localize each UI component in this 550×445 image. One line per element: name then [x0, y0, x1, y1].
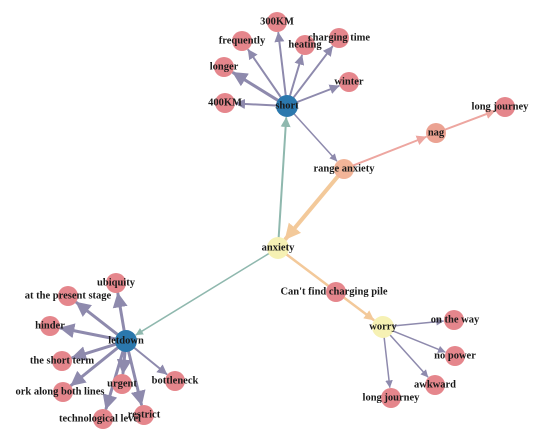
- node-label-ubiquity: ubiquity: [97, 278, 136, 289]
- node-ubiquity: [106, 273, 126, 293]
- node-label-no-power: no power: [434, 351, 476, 362]
- node-urgent: [112, 374, 132, 394]
- node-label-400km: 400KM: [208, 98, 242, 109]
- node-label-tech-level: technological level: [59, 414, 141, 425]
- edge-worry-to-no_power: [392, 330, 446, 353]
- node-charging-time: [329, 28, 349, 48]
- node-label-long-journey-top: long journey: [472, 102, 530, 113]
- node-label-long-journey-bottom: long journey: [363, 393, 421, 404]
- edge-range_anxiety-to-nag: [352, 135, 427, 167]
- node-label-anxiety: anxiety: [262, 243, 295, 254]
- node-label-300km: 300KM: [260, 17, 294, 28]
- edge-letdown-to-short_term: [71, 342, 117, 361]
- node-nag: [426, 123, 446, 143]
- node-label-worry: worry: [369, 322, 397, 333]
- node-label-on-the-way: on the way: [431, 315, 480, 326]
- node-label-letdown: letdown: [108, 336, 144, 347]
- node-label-urgent: urgent: [107, 379, 137, 390]
- node-short-term: [52, 351, 72, 371]
- edge-short-to-winter: [296, 84, 340, 103]
- node-winter: [339, 72, 359, 92]
- node-label-frequently: frequently: [219, 36, 266, 47]
- edge-letdown-to-restrict: [127, 350, 146, 406]
- edge-letdown-to-urgent: [116, 350, 132, 375]
- node-letdown: [115, 330, 137, 352]
- node-frequently: [232, 31, 252, 51]
- node-label-present-stage: at the present stage: [25, 291, 112, 302]
- edge-letdown-to-present_stage: [75, 301, 119, 336]
- node-label-awkward: awkward: [414, 380, 456, 391]
- edge-nag-to-long_journey_top: [444, 109, 496, 131]
- node-long-journey-top: [495, 97, 515, 117]
- edge-letdown-to-hinder: [59, 323, 117, 341]
- node-range-anxiety: [334, 159, 354, 179]
- node-label-cant-find: Can't find charging pile: [280, 287, 387, 298]
- edge-short-to-frequently: [247, 49, 282, 98]
- node-label-both-lines: ork along both lines: [16, 387, 105, 398]
- edge-short-to-charging_time: [292, 45, 334, 99]
- edge-short-to-400km: [235, 98, 277, 109]
- edge-worry-to-long_journey_bottom: [383, 337, 393, 388]
- edge-anxiety-to-letdown: [135, 252, 270, 336]
- node-cant-find: [326, 282, 346, 302]
- node-worry: [372, 316, 394, 338]
- node-long-journey-bottom: [381, 388, 401, 408]
- edge-short-to-heating: [289, 54, 305, 97]
- node-on-the-way: [444, 310, 464, 330]
- edge-range_anxiety-to-anxiety: [283, 174, 340, 241]
- node-longer: [214, 57, 234, 77]
- edge-short-to-300km: [274, 31, 287, 97]
- node-400km: [215, 93, 235, 113]
- node-present-stage: [58, 286, 78, 306]
- node-no-power: [445, 346, 465, 366]
- node-label-longer: longer: [210, 62, 239, 73]
- node-label-range-anxiety: range anxiety: [314, 164, 376, 175]
- edge-anxiety-to-short: [277, 117, 291, 238]
- node-label-charging-time: charging time: [308, 33, 370, 44]
- node-short: [276, 95, 298, 117]
- node-heating: [295, 35, 315, 55]
- node-label-short: short: [275, 101, 299, 112]
- edges-layer: [59, 31, 496, 410]
- node-label-heating: heating: [288, 40, 322, 51]
- node-label-bottleneck: bottleneck: [152, 376, 199, 387]
- node-label-winter: winter: [334, 77, 363, 88]
- node-tech-level: [93, 409, 113, 429]
- node-awkward: [425, 375, 445, 395]
- node-label-restrict: restrict: [128, 410, 161, 421]
- node-bottleneck: [165, 371, 185, 391]
- node-hinder: [40, 316, 60, 336]
- node-restrict: [134, 405, 154, 425]
- edge-worry-to-on_the_way: [393, 318, 444, 327]
- edge-worry-to-awkward: [389, 334, 429, 378]
- node-both-lines: [53, 382, 73, 402]
- node-label-hinder: hinder: [35, 321, 65, 332]
- node-label-nag: nag: [428, 128, 445, 139]
- node-anxiety: [267, 237, 289, 259]
- edge-letdown-to-ubiquity: [112, 292, 128, 332]
- edge-letdown-to-bottleneck: [133, 347, 168, 375]
- edge-letdown-to-both_lines: [70, 346, 119, 387]
- node-label-short-term: the short term: [30, 356, 94, 367]
- node-300km: [267, 12, 287, 32]
- edge-short-to-range_anxiety: [293, 113, 338, 162]
- edge-short-to-longer: [231, 71, 280, 102]
- nodes-layer: [40, 12, 515, 429]
